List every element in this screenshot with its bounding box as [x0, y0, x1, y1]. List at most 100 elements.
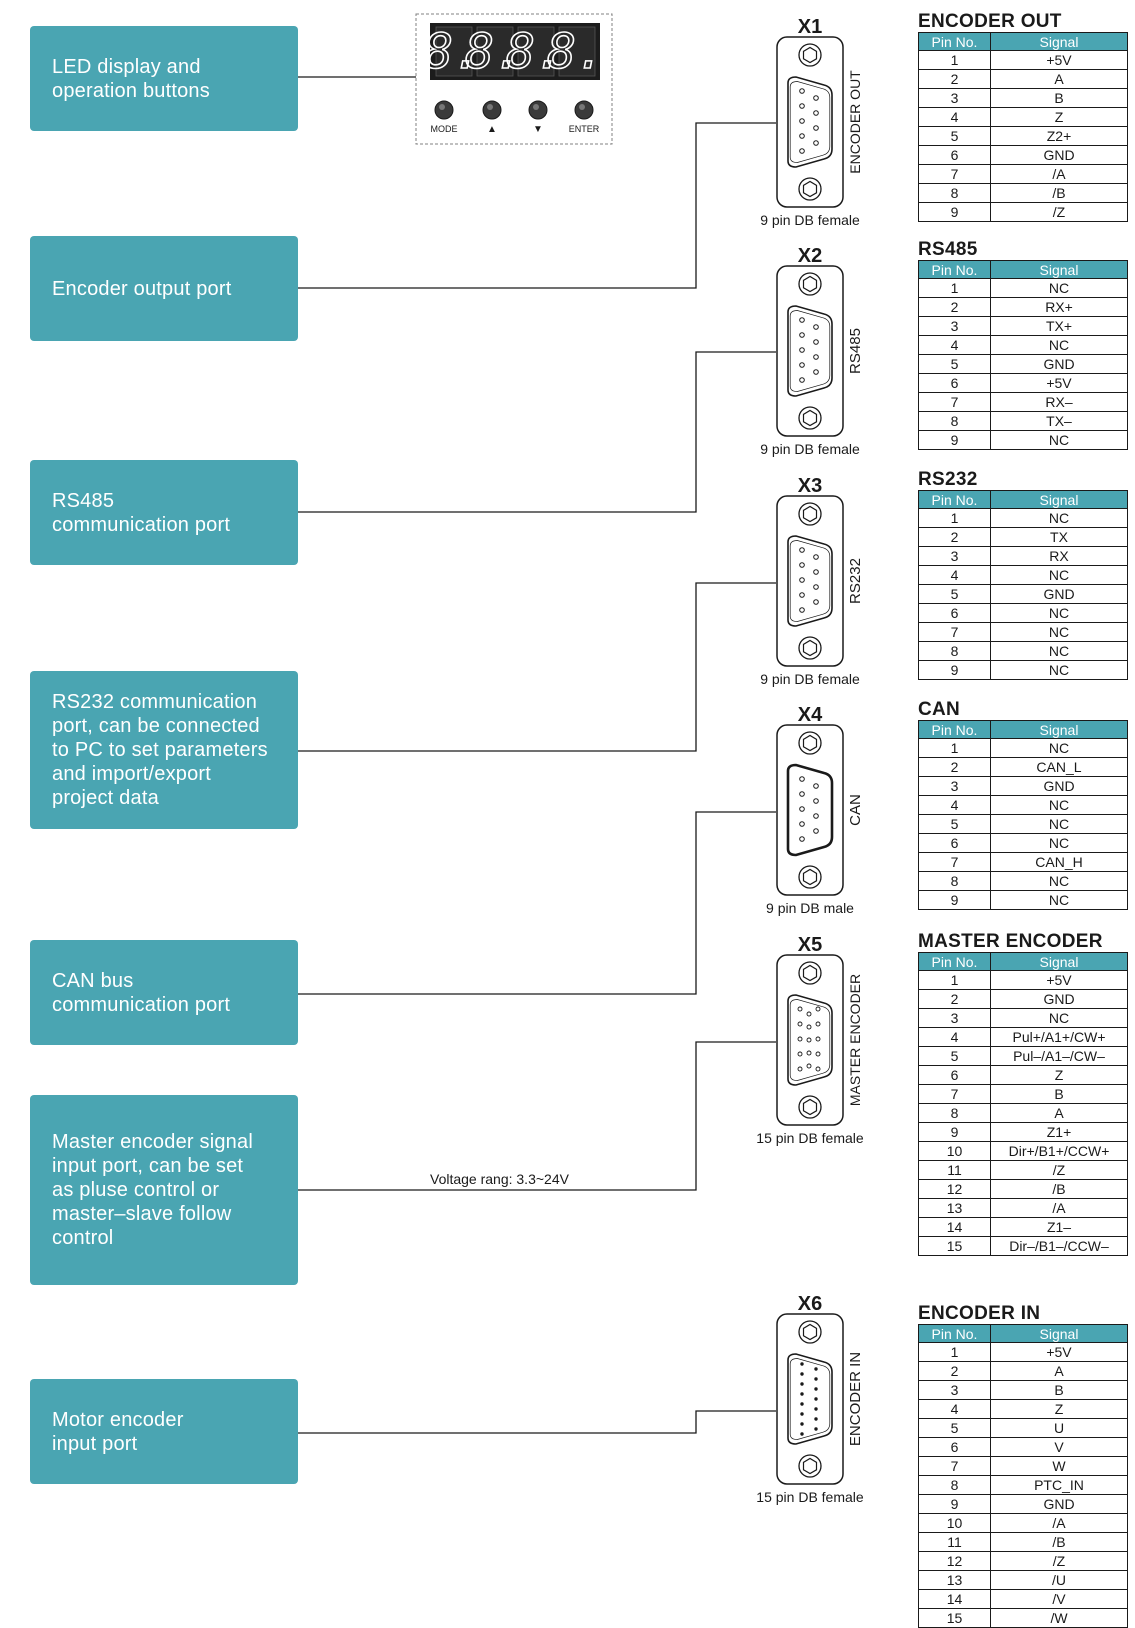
pin-signal: NC	[990, 565, 1128, 585]
header-pin-no: Pin No.	[918, 32, 991, 51]
screw-nut-icon	[802, 868, 818, 886]
connector-label: X6	[798, 1293, 822, 1315]
table-row: 1+5V	[918, 1342, 1128, 1362]
pin-signal: +5V	[990, 373, 1128, 393]
panel-button[interactable]: ▲	[482, 100, 502, 135]
box-rs485: RS485 communication port	[30, 460, 298, 565]
pin-signal: GND	[990, 145, 1128, 165]
pin-number: 3	[918, 776, 991, 796]
pin-number: 9	[918, 1494, 991, 1514]
pin-number: 1	[918, 508, 991, 528]
pin-table-header: Pin No.Signal	[918, 260, 1128, 279]
pin-table-header: Pin No.Signal	[918, 720, 1128, 739]
pin-number: 4	[918, 1399, 991, 1419]
box-motor-encoder-text: Motor encoder input port	[52, 1408, 184, 1455]
screw-nut-icon	[802, 180, 818, 198]
header-signal: Signal	[990, 490, 1128, 509]
pin-number: 6	[918, 145, 991, 165]
pin-number: 9	[918, 890, 991, 910]
pin-signal: W	[990, 1456, 1128, 1476]
pin-number: 7	[918, 852, 991, 872]
pin-signal: Z1–	[990, 1217, 1128, 1237]
box-encoder-output: Encoder output port	[30, 236, 298, 341]
header-pin-no: Pin No.	[918, 720, 991, 739]
screw-nut-icon	[802, 46, 818, 64]
pin-signal: NC	[990, 641, 1128, 661]
pin-signal: /B	[990, 1532, 1128, 1552]
pin-number: 3	[918, 88, 991, 108]
panel-button-label: MODE	[431, 124, 458, 134]
pin-number: 10	[918, 1141, 991, 1161]
pin-signal: TX+	[990, 316, 1128, 336]
panel-button[interactable]: ENTER	[569, 100, 600, 134]
connector-type-label: 9 pin DB female	[760, 671, 860, 687]
pin-signal: A	[990, 69, 1128, 89]
pin-number: 3	[918, 1008, 991, 1028]
line-can	[298, 811, 776, 995]
connector-face	[786, 763, 834, 857]
pin-number: 9	[918, 660, 991, 680]
pin-number: 8	[918, 871, 991, 891]
connector-type-label: 15 pin DB female	[756, 1130, 864, 1146]
screw-nut-icon	[802, 1457, 818, 1475]
pin-signal: A	[990, 1103, 1128, 1123]
connector-face	[787, 76, 833, 168]
connector-side-label: ENCODER IN	[847, 1352, 864, 1446]
pin-signal: V	[990, 1437, 1128, 1457]
pin-number: 5	[918, 126, 991, 146]
panel-button[interactable]: ▼	[528, 100, 548, 135]
pin-number: 15	[918, 1608, 991, 1628]
pin-signal: +5V	[990, 970, 1128, 990]
pin-table-header: Pin No.Signal	[918, 1324, 1128, 1343]
pin-signal: Z1+	[990, 1122, 1128, 1142]
pin-signal: A	[990, 1361, 1128, 1381]
pin-number: 8	[918, 1475, 991, 1495]
panel-button[interactable]: MODE	[431, 100, 458, 134]
pin-signal: Z	[990, 1065, 1128, 1085]
pin-signal: RX+	[990, 297, 1128, 317]
panel-button-label: ▼	[533, 124, 543, 135]
pin-number: 7	[918, 622, 991, 642]
pin-signal: NC	[990, 622, 1128, 642]
pin-number: 7	[918, 1456, 991, 1476]
header-signal: Signal	[990, 32, 1128, 51]
pin-number: 2	[918, 757, 991, 777]
pin-number: 2	[918, 989, 991, 1009]
connector-type-label: 9 pin DB female	[760, 441, 860, 457]
pin-number: 4	[918, 795, 991, 815]
pin-number: 2	[918, 297, 991, 317]
pin-number: 1	[918, 278, 991, 298]
header-signal: Signal	[990, 952, 1128, 971]
pin-signal: /Z	[990, 1160, 1128, 1180]
line-rs485	[298, 351, 776, 513]
pin-signal: /V	[990, 1589, 1128, 1609]
pin-signal: NC	[990, 278, 1128, 298]
header-pin-no: Pin No.	[918, 1324, 991, 1343]
connector-pins	[799, 547, 819, 613]
pin-number: 5	[918, 354, 991, 374]
led-digit: 8.	[506, 24, 564, 80]
